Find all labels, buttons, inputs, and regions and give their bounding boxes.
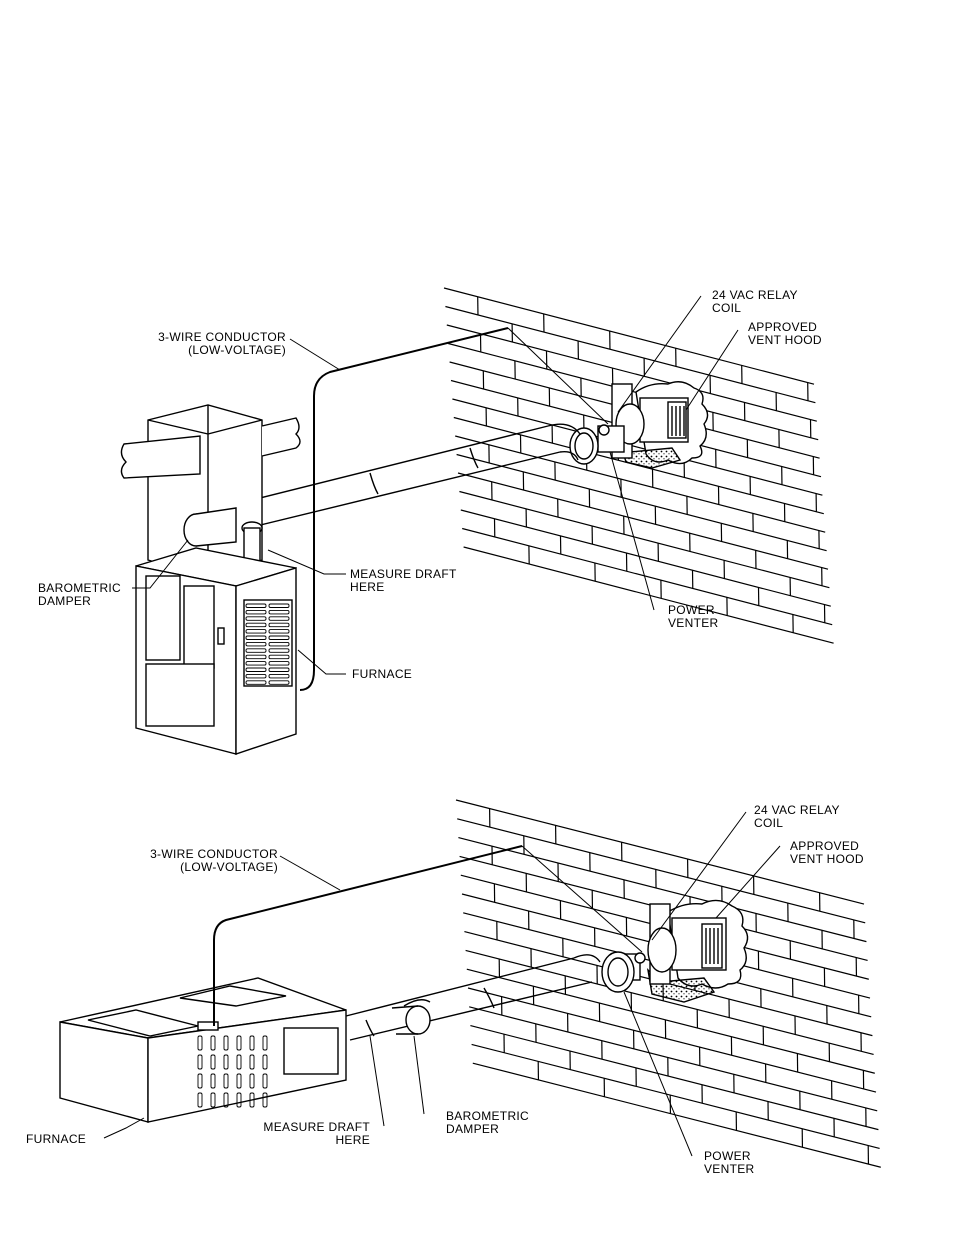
bottom-furnace-label: FURNACE xyxy=(26,1133,86,1146)
bottom-wire-label-line2: (LOW-VOLTAGE) xyxy=(138,861,278,874)
brick-line xyxy=(457,455,827,551)
top-venter-label-line2: VENTER xyxy=(668,617,718,630)
bottom-draft-label: MEASURE DRAFT HERE xyxy=(256,1121,370,1147)
bottom-wire-label: 3-WIRE CONDUCTOR (LOW-VOLTAGE) xyxy=(138,848,278,874)
bottom-relay-label: 24 VAC RELAY COIL xyxy=(754,804,840,830)
brick-line xyxy=(461,510,831,606)
top-draft-label-line2: HERE xyxy=(350,581,457,594)
top-wire-label-line2: (LOW-VOLTAGE) xyxy=(150,344,286,357)
top-hood-label-line2: VENT HOOD xyxy=(748,334,822,347)
top-venter-label: POWER VENTER xyxy=(668,604,718,630)
upflow-furnace-diagram xyxy=(121,288,833,754)
top-wire-label: 3-WIRE CONDUCTOR (LOW-VOLTAGE) xyxy=(150,331,286,357)
furnace-cabinet xyxy=(136,548,296,754)
bottom-hood-label-line2: VENT HOOD xyxy=(790,853,864,866)
bottom-relay-label-line2: COIL xyxy=(754,817,840,830)
bottom-furnace-label-text: FURNACE xyxy=(26,1133,86,1146)
furnace-cabinet xyxy=(60,978,346,1122)
brick-line xyxy=(464,547,834,643)
top-furnace-label-text: FURNACE xyxy=(352,668,412,681)
bottom-venter-label: POWER VENTER xyxy=(704,1150,754,1176)
3-wire-conductor xyxy=(300,328,508,690)
top-furnace-label: FURNACE xyxy=(352,668,412,681)
top-damper-label: BAROMETRIC DAMPER xyxy=(38,582,121,608)
brick-line xyxy=(462,529,832,625)
bottom-damper-label-line2: DAMPER xyxy=(446,1123,529,1136)
power-venter xyxy=(602,904,676,992)
brick-line xyxy=(458,473,828,569)
top-draft-label: MEASURE DRAFT HERE xyxy=(350,568,457,594)
brick-line xyxy=(459,492,829,588)
top-relay-label: 24 VAC RELAY COIL xyxy=(712,289,798,315)
bottom-damper-label: BAROMETRIC DAMPER xyxy=(446,1110,529,1136)
top-relay-label-line2: COIL xyxy=(712,302,798,315)
top-damper-label-line2: DAMPER xyxy=(38,595,121,608)
bottom-draft-label-line2: HERE xyxy=(256,1134,370,1147)
bottom-hood-label: APPROVED VENT HOOD xyxy=(790,840,864,866)
vent-pipe xyxy=(346,955,600,1040)
bottom-venter-label-line2: VENTER xyxy=(704,1163,754,1176)
top-hood-label: APPROVED VENT HOOD xyxy=(748,321,822,347)
